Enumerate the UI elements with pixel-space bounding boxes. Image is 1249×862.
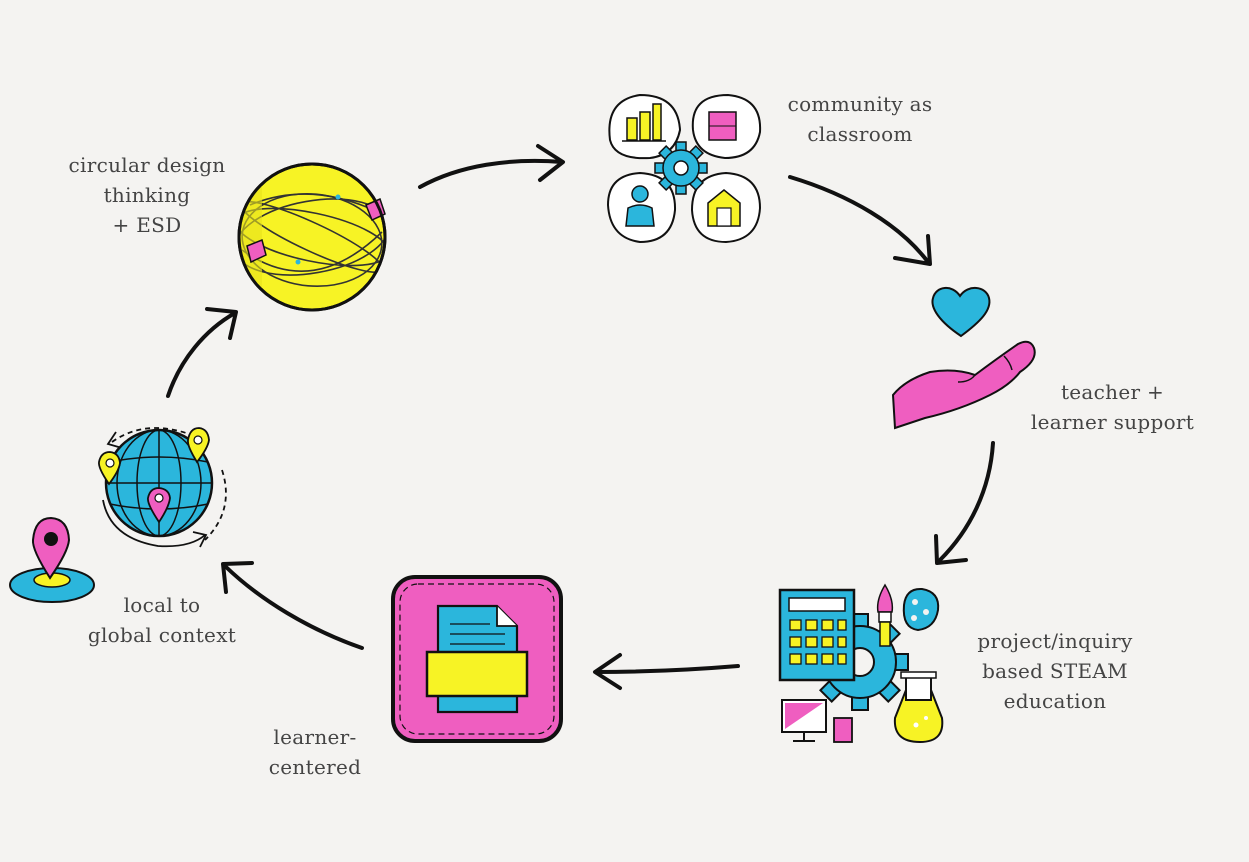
document-frame-icon (391, 575, 563, 743)
arrow-to-learner-centered (593, 653, 740, 690)
arrow-to-circular-design (166, 307, 238, 398)
heart-hand-icon (891, 287, 1036, 430)
arrow-to-steam (934, 441, 995, 565)
steam-tools-icon (778, 583, 944, 744)
label-community-as-classroom: community as classroom (787, 92, 933, 146)
location-pin-icon (9, 516, 95, 603)
label-circular-design: circular design thinking + ESD (68, 153, 226, 237)
label-local-global: local to global context (87, 593, 237, 647)
arrow-to-local-global (221, 561, 364, 650)
label-teacher-learner-support: teacher + learner support (1030, 380, 1195, 434)
label-learner-centered: learner- centered (268, 725, 362, 779)
globe-sphere-icon (237, 162, 387, 312)
label-steam-education: project/inquiry based STEAM education (977, 629, 1133, 713)
arrow-to-community (418, 144, 565, 189)
rotating-globe-icon (98, 427, 227, 548)
arrow-to-teacher-support (788, 175, 932, 266)
community-cluster-icon (606, 93, 762, 244)
